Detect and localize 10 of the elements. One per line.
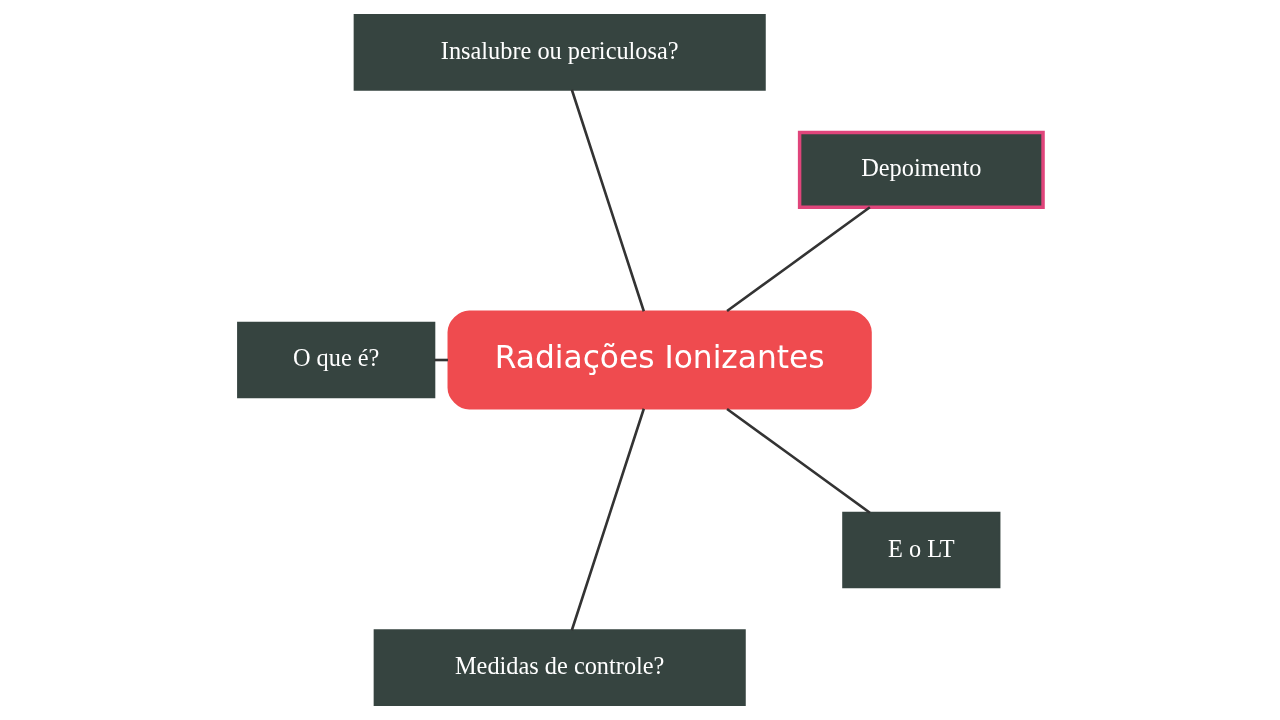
node-box: Depoimento	[797, 130, 1045, 209]
node-box: Medidas de controle?	[373, 629, 746, 706]
connector	[570, 89, 645, 312]
connector	[725, 206, 871, 313]
node-box: O que é?	[236, 321, 435, 399]
node-box: Radiações Ionizantes	[447, 310, 872, 410]
connector	[725, 407, 871, 514]
node-box: E o LT	[841, 511, 1000, 589]
node-box: Insalubre ou periculosa?	[353, 14, 766, 91]
connector	[570, 408, 645, 631]
